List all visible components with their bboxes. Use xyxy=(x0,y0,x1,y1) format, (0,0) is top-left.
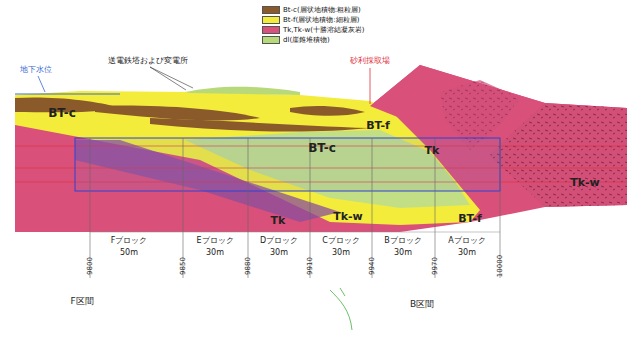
block-boundary xyxy=(90,138,91,278)
legend-entry: dl(崖錐堆積物) xyxy=(262,36,330,44)
legend-swatch xyxy=(262,26,280,34)
legend-entry: Bt-f(層状地積物:細粒層) xyxy=(262,16,359,24)
dl-strip xyxy=(185,87,300,95)
block-boundary xyxy=(183,138,184,278)
block-label: Aブロック xyxy=(448,237,485,245)
excavation-box xyxy=(75,138,500,191)
bt-c-lens xyxy=(150,118,370,131)
block-label: 50m xyxy=(120,249,138,257)
station-number: 9940 xyxy=(369,257,376,275)
legend-entry: Bt-c(層状地積物:粗粒層) xyxy=(262,6,361,14)
station-number: 9970 xyxy=(432,257,439,275)
station-number: 9910 xyxy=(307,257,314,275)
layer-label: BT-f xyxy=(458,213,482,224)
leader-line xyxy=(150,67,186,90)
block-boundary xyxy=(248,138,249,278)
block-boundary xyxy=(372,138,373,278)
layer-label: BT-c xyxy=(48,107,76,119)
block-label: 30m xyxy=(206,249,224,257)
layer-label: Tk xyxy=(271,215,286,226)
station-number: 9800 xyxy=(87,257,94,275)
annotation: 送電鉄塔および変電所 xyxy=(108,57,188,65)
section-fragment xyxy=(330,290,352,330)
station-number: 10000 xyxy=(497,255,504,277)
block-boundary xyxy=(435,138,436,278)
layer-label: BT-c xyxy=(308,142,336,154)
section-fragment xyxy=(340,288,345,296)
block-label: 30m xyxy=(394,249,412,257)
legend-text: Bt-f(層状地積物:細粒層) xyxy=(283,17,359,24)
legend-text: Bt-c(層状地積物:粗粒層) xyxy=(283,7,361,14)
block-boundary xyxy=(310,138,311,278)
block-label: Eブロック xyxy=(196,237,233,245)
bt-c-lens xyxy=(95,106,260,121)
leader-line xyxy=(150,67,193,88)
block-label: Cブロック xyxy=(322,237,360,245)
legend-text: Tk,Tk-w(十勝溶結凝灰岩) xyxy=(283,27,365,34)
tk-layer xyxy=(15,65,627,232)
legend-text: dl(崖錐堆積物) xyxy=(283,37,330,44)
layer-label: Tk xyxy=(425,145,440,156)
annotation: 砂利採取場 xyxy=(350,57,390,65)
legend-swatch xyxy=(262,6,280,14)
block-label: Dブロック xyxy=(260,237,298,245)
block-label: Bブロック xyxy=(384,237,422,245)
section-title: B区間 xyxy=(410,300,434,309)
layer-label: Tk-w xyxy=(570,177,600,188)
block-label: 30m xyxy=(458,249,476,257)
leader-line xyxy=(38,76,45,92)
block-base-line xyxy=(90,232,500,233)
station-number: 9850 xyxy=(180,257,187,275)
legend-swatch xyxy=(262,36,280,44)
groundwater-line xyxy=(15,94,120,95)
layer-label: BT-f xyxy=(366,120,390,131)
block-label: 30m xyxy=(332,249,350,257)
block-label: 30m xyxy=(270,249,288,257)
block-label: Fブロック xyxy=(111,237,148,245)
bt-c-lens xyxy=(290,106,365,116)
station-number: 9880 xyxy=(245,257,252,275)
layer-label: Tk-w xyxy=(333,211,363,222)
leader-line xyxy=(370,68,371,104)
legend-swatch xyxy=(262,16,280,24)
legend-entry: Tk,Tk-w(十勝溶結凝灰岩) xyxy=(262,26,365,34)
section-title: F区間 xyxy=(70,297,93,306)
annotation: 地下水位 xyxy=(20,66,52,74)
